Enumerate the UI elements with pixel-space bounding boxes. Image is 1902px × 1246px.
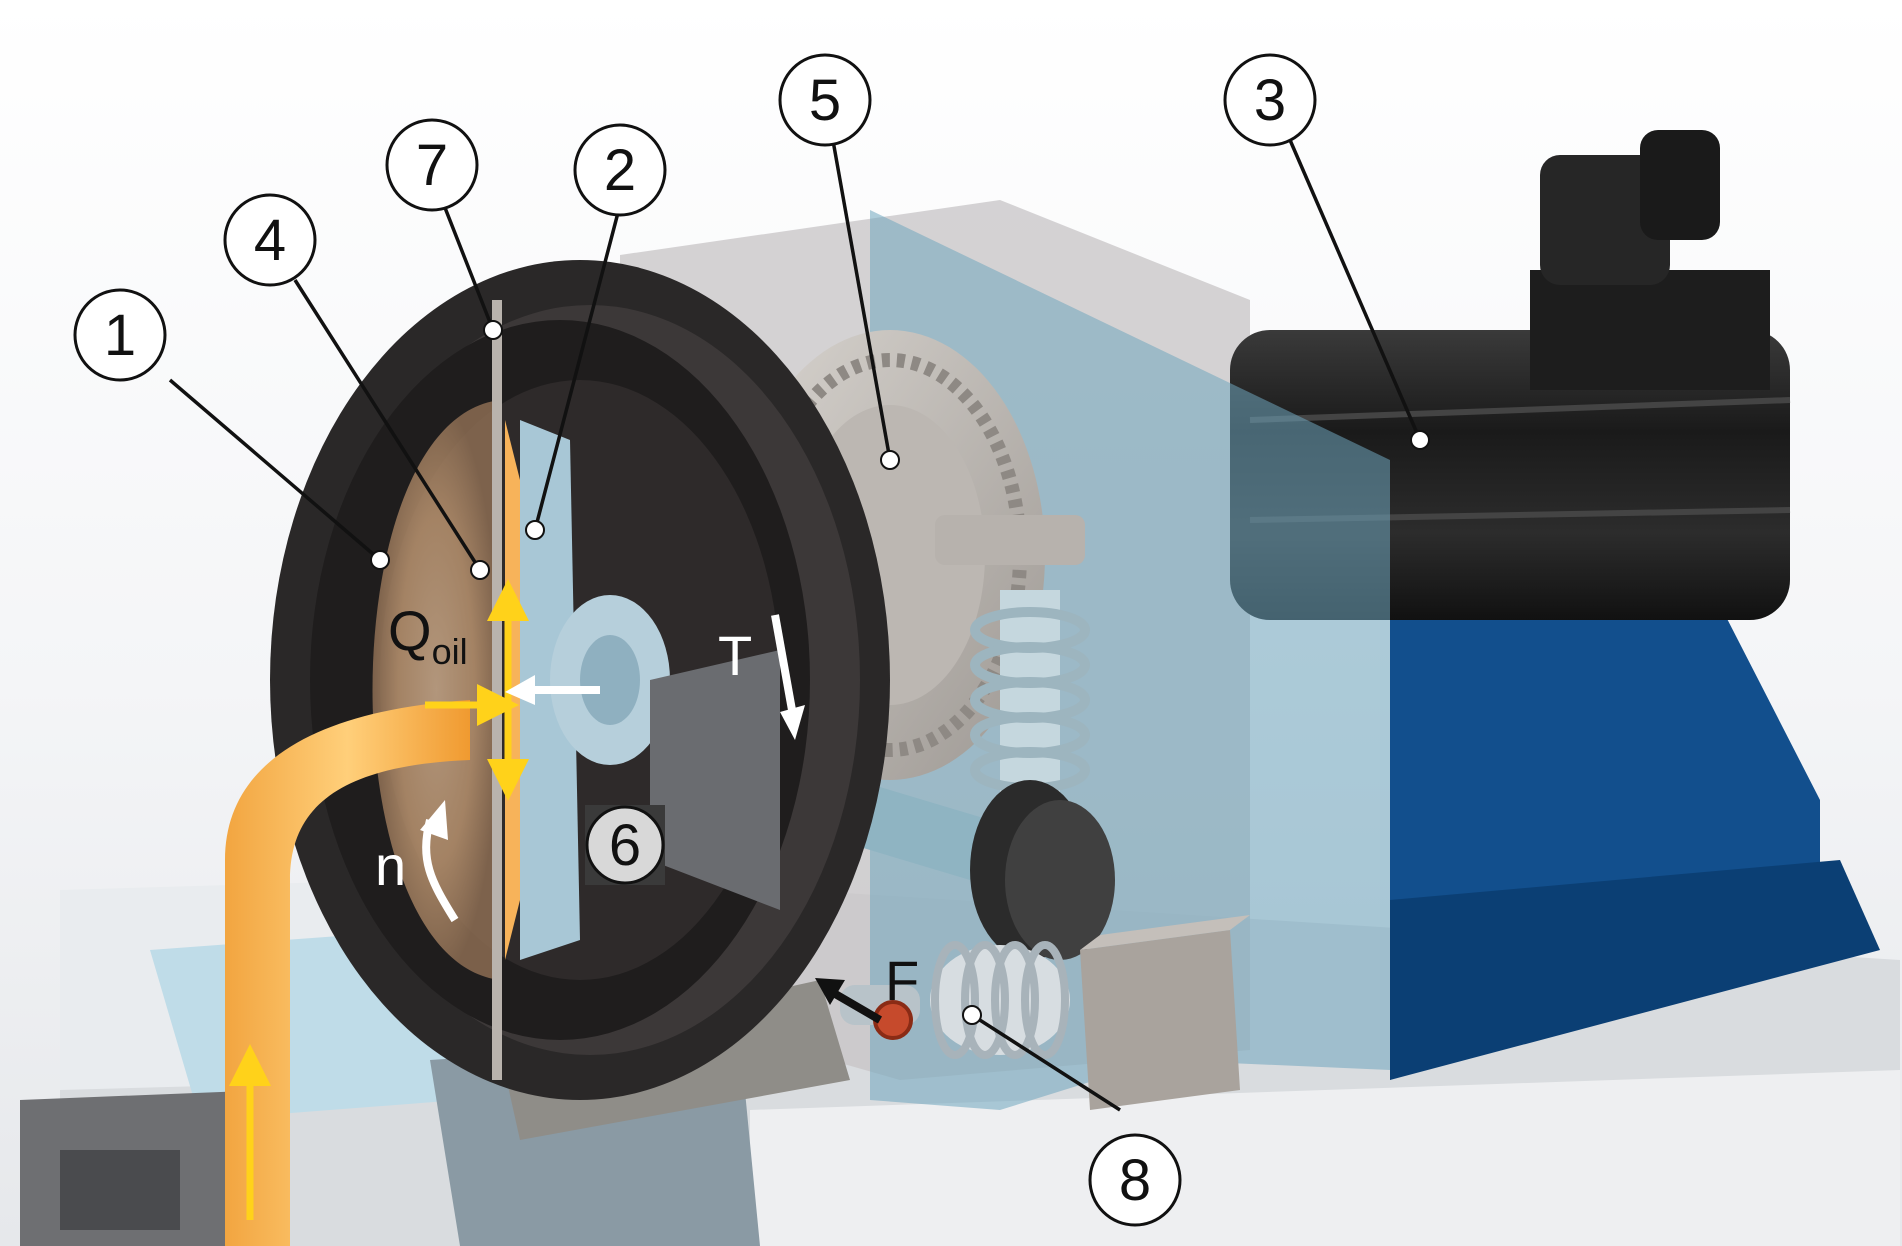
callout-1: 1 — [73, 288, 167, 382]
speed-label: n — [375, 834, 406, 897]
svg-text:2: 2 — [604, 138, 636, 203]
svg-text:6: 6 — [609, 813, 641, 878]
svg-text:5: 5 — [809, 68, 841, 133]
callout-8: 8 — [1088, 1133, 1182, 1227]
torque-label: T — [718, 624, 752, 687]
leader-lines — [168, 134, 1422, 1112]
svg-text:4: 4 — [254, 208, 286, 273]
disc-side-plate — [650, 650, 780, 910]
actuator-spring — [840, 941, 1070, 1059]
oil-flow-arrows — [229, 579, 529, 1220]
leader-dots — [370, 320, 1430, 1025]
callout-6: 6 — [585, 805, 665, 885]
callout-4: 4 — [223, 193, 317, 287]
force-label: F — [885, 949, 919, 1012]
sensor-box — [1080, 915, 1250, 1110]
callout-5: 5 — [778, 53, 872, 147]
aluminium-profile-slot — [60, 1150, 180, 1230]
rotation-arrows — [420, 614, 805, 923]
force-arrow — [815, 978, 883, 1024]
spring-column — [935, 515, 1090, 820]
svg-text:8: 8 — [1119, 1148, 1151, 1213]
oil-supply-pipe — [225, 700, 470, 1246]
base-plate-front — [750, 1070, 1900, 1246]
svg-text:7: 7 — [416, 133, 448, 198]
callout-7: 7 — [385, 118, 479, 212]
q-oil-label: Qoil — [388, 599, 468, 672]
svg-text:3: 3 — [1254, 68, 1286, 133]
blue-base-slab — [1390, 860, 1880, 1080]
shaft-line — [492, 300, 502, 1080]
callout-3: 3 — [1223, 53, 1317, 147]
svg-text:1: 1 — [104, 303, 136, 368]
callout-2: 2 — [573, 123, 667, 217]
